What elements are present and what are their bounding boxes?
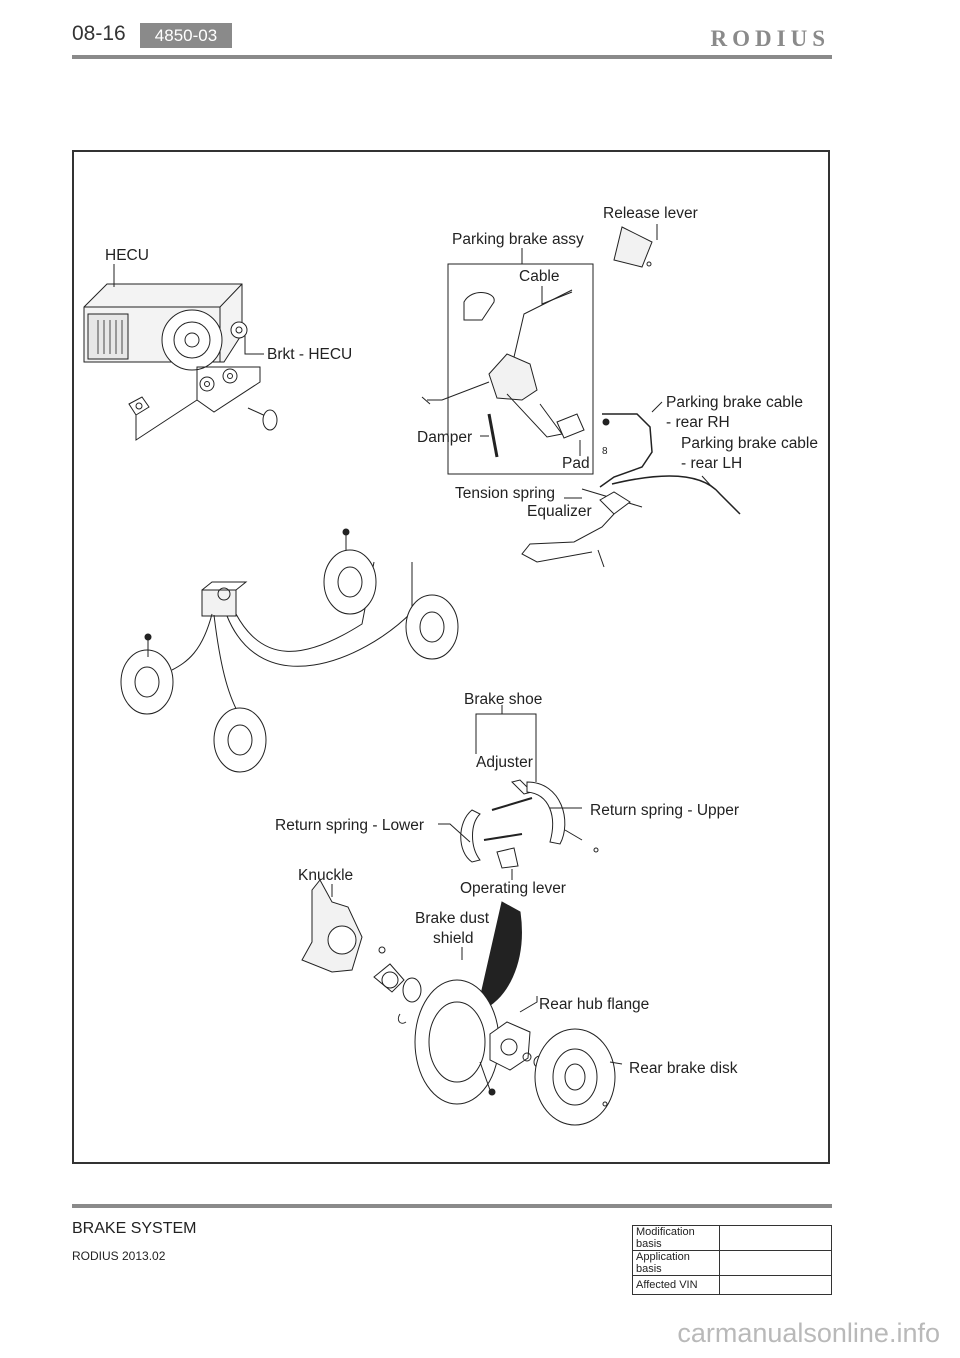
label-operating-lever: Operating lever: [460, 880, 566, 897]
label-pb-cable-lh-1: Parking brake cable: [681, 435, 818, 452]
affected-vin-label: Affected VIN: [632, 1275, 720, 1295]
label-release-lever: Release lever: [603, 205, 698, 222]
label-parking-brake-assy: Parking brake assy: [452, 231, 584, 248]
label-rear-hub-flange: Rear hub flange: [539, 996, 649, 1013]
brake-shoe-assembly: [438, 705, 599, 880]
label-cable: Cable: [519, 268, 560, 285]
label-brake-shoe: Brake shoe: [464, 691, 542, 708]
section-code-badge: 4850-03: [140, 23, 232, 48]
parking-brake-assembly: [421, 224, 658, 475]
label-knuckle: Knuckle: [298, 867, 353, 884]
label-adjuster: Adjuster: [476, 754, 533, 771]
modification-basis-value: [719, 1225, 832, 1251]
label-small-mark: 8: [602, 446, 608, 457]
label-pad: Pad: [562, 455, 590, 472]
label-rear-brake-disk: Rear brake disk: [629, 1060, 738, 1077]
label-hecu: HECU: [105, 247, 149, 264]
footer-section-title: BRAKE SYSTEM: [72, 1220, 197, 1237]
label-return-spring-lower: Return spring - Lower: [275, 817, 424, 834]
table-row: Application basis: [632, 1250, 832, 1276]
callout-labels: HECU Brkt - HECU Parking brake assy Rele…: [105, 205, 818, 1077]
label-tension-spring: Tension spring: [455, 485, 555, 502]
page-number: 08-16: [72, 22, 126, 45]
application-basis-value: [719, 1250, 832, 1276]
application-basis-label: Application basis: [632, 1250, 720, 1276]
parking-brake-cables: [521, 401, 741, 568]
label-brake-dust-shield-2: shield: [433, 930, 474, 947]
footer-model-date: RODIUS 2013.02: [72, 1249, 166, 1263]
label-brake-dust-shield-1: Brake dust: [415, 910, 490, 927]
exploded-view-drawing: HECU Brkt - HECU Parking brake assy Rele…: [83, 205, 818, 1126]
hecu-unit: [83, 264, 278, 441]
brake-system-figure: HECU Brkt - HECU Parking brake assy Rele…: [72, 150, 830, 1164]
label-pb-cable-lh-2: - rear LH: [681, 455, 742, 472]
label-damper: Damper: [417, 429, 472, 446]
footer-divider: [72, 1204, 832, 1208]
table-row: Affected VIN: [632, 1275, 832, 1295]
label-brkt-hecu: Brkt - HECU: [267, 346, 352, 363]
label-return-spring-upper: Return spring - Upper: [590, 802, 739, 819]
label-equalizer: Equalizer: [527, 503, 592, 520]
table-row: Modification basis: [632, 1225, 832, 1251]
watermark: carmanualsonline.info: [677, 1318, 940, 1348]
revision-info-table: Modification basis Application basis Aff…: [632, 1225, 832, 1295]
label-pb-cable-rh-1: Parking brake cable: [666, 394, 803, 411]
modification-basis-label: Modification basis: [632, 1225, 720, 1251]
brand-logo: RODIUS: [710, 26, 830, 51]
affected-vin-value: [719, 1275, 832, 1295]
header-divider: [72, 55, 832, 59]
wheel-speed-harness: [120, 528, 459, 773]
hub-disk-assembly: [301, 879, 623, 1126]
label-pb-cable-rh-2: - rear RH: [666, 414, 730, 431]
